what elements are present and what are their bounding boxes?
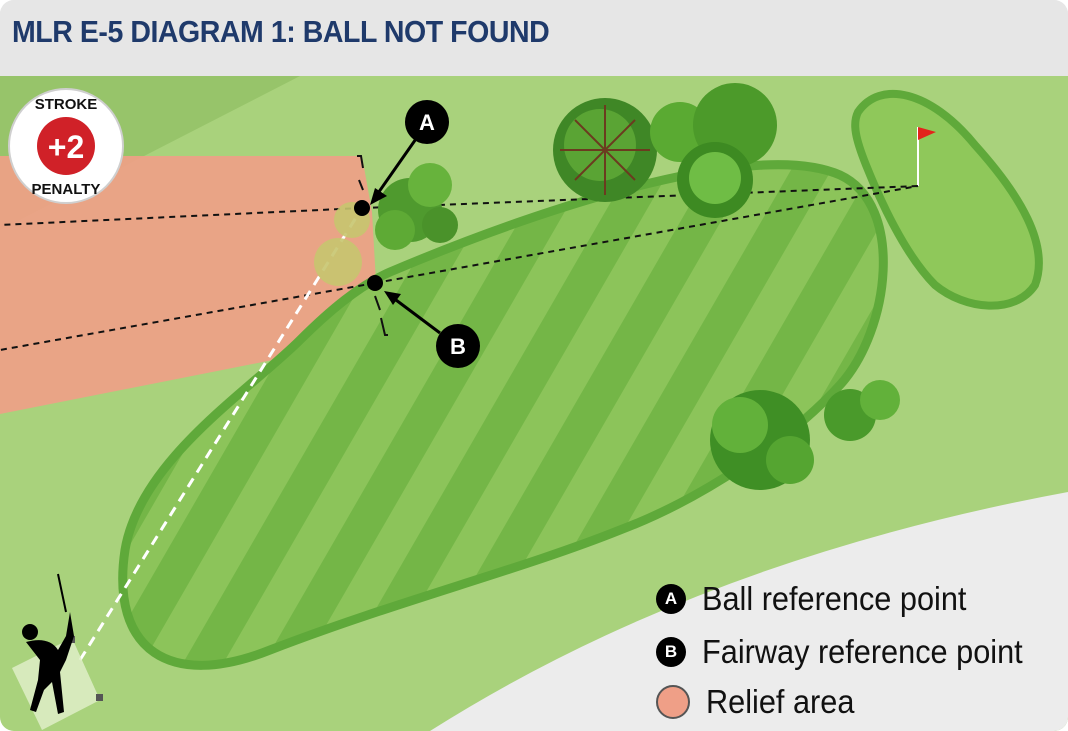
marker-a-label: A (419, 110, 435, 135)
legend-label: Relief area (706, 683, 855, 720)
tree-icon (650, 83, 777, 218)
penalty-value: +2 (48, 129, 84, 165)
fairway-reference-point-dot (367, 275, 383, 291)
penalty-bottom-text: PENALTY (32, 181, 101, 198)
tree-icon (710, 380, 900, 490)
line-a-back (0, 207, 363, 226)
marker-a: A (370, 100, 449, 205)
fairway (118, 160, 888, 670)
legend-label: Ball reference point (702, 580, 967, 617)
legend-marker-b: B (656, 637, 686, 667)
ball-reference-point-dot (354, 200, 370, 216)
legend-marker-a: A (656, 584, 686, 614)
line-b-back (0, 282, 376, 351)
relief-edge-ticks (357, 155, 388, 336)
tee-marker (96, 694, 103, 701)
putting-green (851, 89, 1043, 310)
legend-item-ball-reference: A Ball reference point (656, 580, 986, 618)
tree-icon (553, 98, 657, 202)
golfer-icon (22, 573, 74, 714)
marker-b-label: B (450, 334, 466, 359)
relief-area-swatch (656, 685, 690, 719)
legend-label: Fairway reference point (702, 633, 1023, 670)
line-a-to-hole (361, 185, 919, 209)
marker-b: B (384, 291, 480, 368)
line-b-to-hole (374, 185, 919, 284)
legend-item-relief-area: Relief area (656, 683, 866, 721)
course-map: A B +2 STROKE PENALTY (0, 76, 1068, 731)
legend-item-fairway-reference: B Fairway reference point (656, 633, 1047, 671)
penalty-top-text: STROKE (35, 96, 98, 113)
shot-line (78, 207, 364, 661)
stroke-penalty-badge: +2 STROKE PENALTY (8, 88, 124, 204)
reference-lines (0, 185, 919, 351)
out-of-course-area (430, 492, 1068, 731)
tree-icon (375, 163, 458, 250)
flag-icon (917, 127, 936, 186)
title-bar: MLR E-5 DIAGRAM 1: BALL NOT FOUND (0, 0, 1068, 76)
diagram-title: MLR E-5 DIAGRAM 1: BALL NOT FOUND (12, 14, 550, 49)
